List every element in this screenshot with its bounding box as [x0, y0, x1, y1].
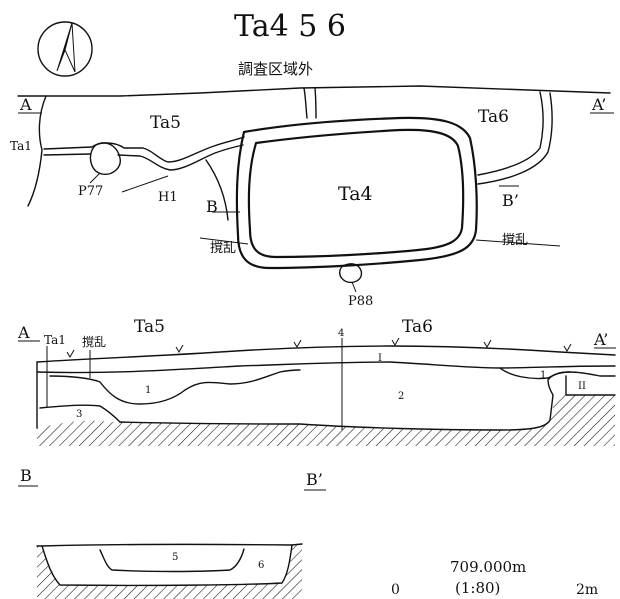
plan-label-ta6: Ta6 — [478, 107, 509, 127]
scale-ratio: (1:80) — [455, 579, 500, 597]
outside-survey-area-note: 調査区域外 — [238, 60, 313, 78]
plan-disturbance-left: 撹乱 — [210, 241, 236, 256]
plan-label-ta4: Ta4 — [338, 183, 373, 205]
plan-label-p88: P88 — [348, 294, 373, 309]
section-aa-disturbance: 撹乱 — [82, 335, 106, 349]
section-bb-drawing — [36, 543, 303, 599]
plan-section-a-left: A — [19, 95, 32, 114]
plan-section-a-right: A’ — [591, 95, 606, 114]
section-bb-layer-6: 6 — [258, 560, 264, 571]
plan-label-ta5: Ta5 — [150, 113, 181, 133]
section-aa-ta5: Ta5 — [134, 317, 165, 337]
section-bb-right: B’ — [306, 470, 323, 489]
section-aa-ta6: Ta6 — [402, 317, 433, 337]
plan-view — [17, 85, 614, 293]
section-aa-layer-3: 3 — [76, 409, 82, 420]
section-aa-layer-I: I — [378, 353, 382, 364]
scale-elevation: 709.000m — [450, 558, 526, 576]
plan-section-b-right: B’ — [502, 191, 519, 210]
section-aa-layer-2: 2 — [398, 391, 404, 402]
section-aa-layer-1-right: 1 — [540, 370, 546, 381]
surface-tick-marks — [66, 337, 572, 358]
section-aa-layer-1-left: 1 — [145, 385, 151, 396]
figure-title: Ta4 5 6 — [234, 9, 346, 44]
section-aa-marker-4: 4 — [338, 328, 344, 339]
section-aa-drawing — [18, 338, 616, 446]
north-arrow-icon — [37, 21, 93, 77]
section-bb-layer-5: 5 — [172, 552, 178, 563]
plan-disturbance-right: 撹乱 — [502, 233, 528, 248]
section-bb-left: B — [20, 466, 32, 485]
section-aa-right: A’ — [593, 330, 608, 349]
scale-zero: 0 — [391, 582, 400, 598]
plan-label-p77: P77 — [78, 184, 103, 199]
plan-label-ta1: Ta1 — [10, 139, 32, 153]
scale-max: 2m — [576, 582, 598, 598]
section-aa-left: A — [17, 323, 30, 342]
plan-section-b-left: B — [206, 197, 218, 216]
section-aa-layer-II: II — [578, 381, 586, 392]
section-aa-ta1: Ta1 — [44, 333, 66, 347]
plan-label-h1: H1 — [158, 190, 178, 205]
